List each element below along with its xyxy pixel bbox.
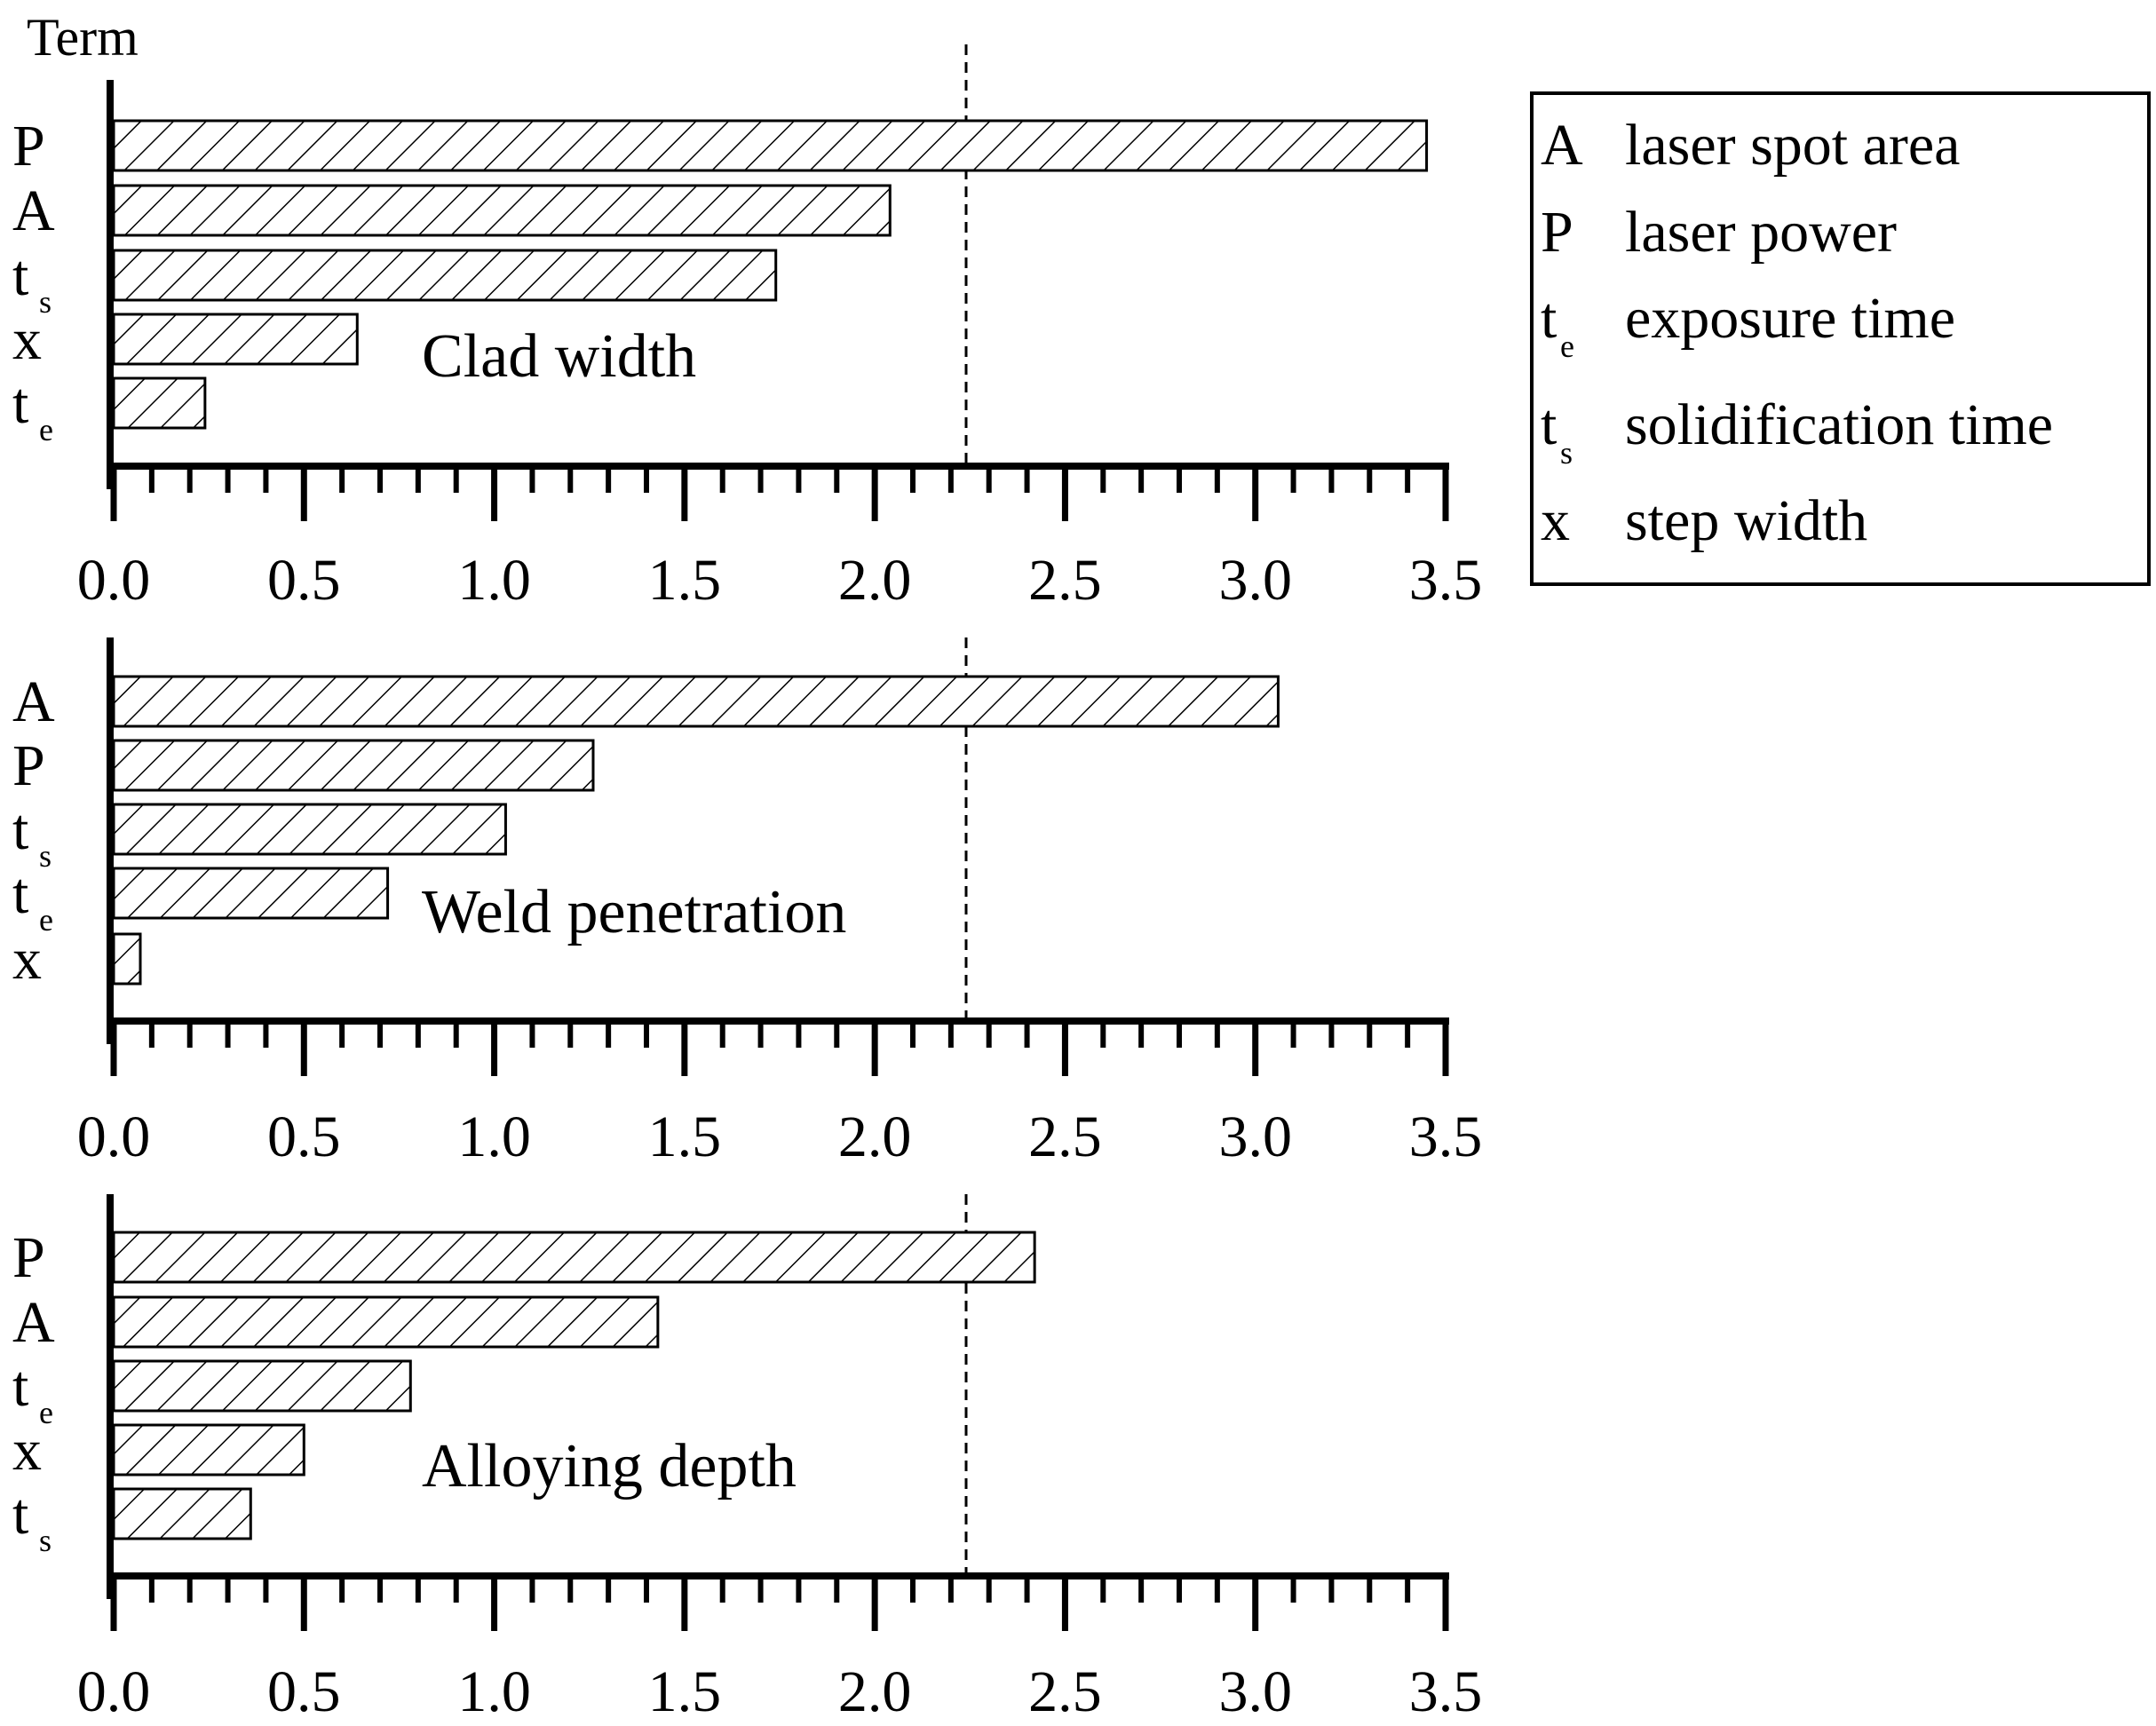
category-label: P: [12, 733, 45, 798]
x-tick-label: 1.0: [457, 1104, 531, 1169]
category-label: x: [12, 307, 42, 372]
legend-symbol-subscript: e: [1560, 329, 1574, 364]
x-tick-label: 0.0: [77, 1659, 151, 1724]
x-tick-label: 1.5: [648, 1659, 722, 1724]
panel-title: Weld penetration: [422, 878, 846, 946]
bar: [112, 376, 207, 430]
category-label: A: [12, 669, 55, 734]
x-tick-label: 3.0: [1218, 548, 1292, 613]
x-tick-label: 0.5: [267, 1659, 341, 1724]
category-label: t: [12, 1482, 28, 1547]
legend-symbol: x: [1541, 488, 1570, 553]
legend-label: solidification time: [1625, 392, 2053, 457]
x-tick-label: 2.0: [838, 548, 912, 613]
x-tick-label: 3.0: [1218, 1104, 1292, 1169]
x-tick-label: 3.0: [1218, 1659, 1292, 1724]
category-label: t: [12, 797, 28, 862]
category-label-subscript: s: [39, 838, 52, 874]
bar: [112, 1487, 252, 1540]
bar: [112, 1295, 660, 1349]
category-label: A: [12, 178, 55, 243]
bar: [112, 184, 892, 237]
x-tick-label: 0.5: [267, 1104, 341, 1169]
category-label: A: [12, 1290, 55, 1355]
bar: [112, 1359, 412, 1413]
bar: [112, 1423, 305, 1477]
bar: [112, 675, 1280, 728]
bar: [112, 803, 507, 856]
bar: [112, 739, 595, 792]
x-tick-label: 3.5: [1409, 548, 1483, 613]
legend-symbol-subscript: s: [1560, 435, 1573, 471]
x-tick-label: 0.0: [77, 548, 151, 613]
category-label-subscript: e: [39, 902, 53, 938]
legend-label: laser power: [1625, 200, 1897, 265]
category-label: P: [12, 114, 45, 178]
legend-label: step width: [1625, 488, 1867, 553]
category-label: t: [12, 861, 28, 926]
x-tick-label: 1.5: [648, 548, 722, 613]
category-label: t: [12, 371, 28, 436]
category-label-subscript: s: [39, 284, 52, 320]
x-tick-label: 2.5: [1028, 1659, 1102, 1724]
x-tick-label: 3.5: [1409, 1659, 1483, 1724]
y-axis-title: Term: [27, 8, 139, 67]
x-tick-label: 2.5: [1028, 1104, 1102, 1169]
category-label: x: [12, 1418, 42, 1483]
legend-symbol: A: [1541, 113, 1583, 178]
category-label-subscript: e: [39, 1395, 53, 1430]
x-tick-label: 0.5: [267, 548, 341, 613]
x-tick-label: 1.0: [457, 548, 531, 613]
category-label-subscript: e: [39, 412, 53, 447]
legend-label: exposure time: [1625, 286, 1955, 351]
x-tick-label: 1.5: [648, 1104, 722, 1169]
legend-symbol: t: [1541, 392, 1557, 457]
x-tick-label: 2.0: [838, 1104, 912, 1169]
x-tick-label: 2.0: [838, 1659, 912, 1724]
category-label-subscript: s: [39, 1523, 52, 1558]
x-tick-label: 0.0: [77, 1104, 151, 1169]
bar: [112, 867, 390, 920]
legend-symbol: P: [1541, 200, 1573, 265]
panel-title: Clad width: [422, 322, 696, 391]
bar: [112, 119, 1429, 172]
panel-title: Alloying depth: [422, 1432, 797, 1500]
category-label: t: [12, 1354, 28, 1419]
category-label: x: [12, 927, 42, 992]
bar: [112, 932, 142, 986]
x-tick-label: 3.5: [1409, 1104, 1483, 1169]
bar: [112, 249, 778, 302]
category-label: P: [12, 1225, 45, 1290]
x-tick-label: 2.5: [1028, 548, 1102, 613]
legend-label: laser spot area: [1625, 113, 1960, 178]
bar: [112, 1231, 1036, 1284]
category-label: t: [12, 243, 28, 308]
legend-box: [1530, 91, 2151, 586]
bar: [112, 313, 359, 366]
x-tick-label: 1.0: [457, 1659, 531, 1724]
legend-symbol: t: [1541, 286, 1557, 351]
